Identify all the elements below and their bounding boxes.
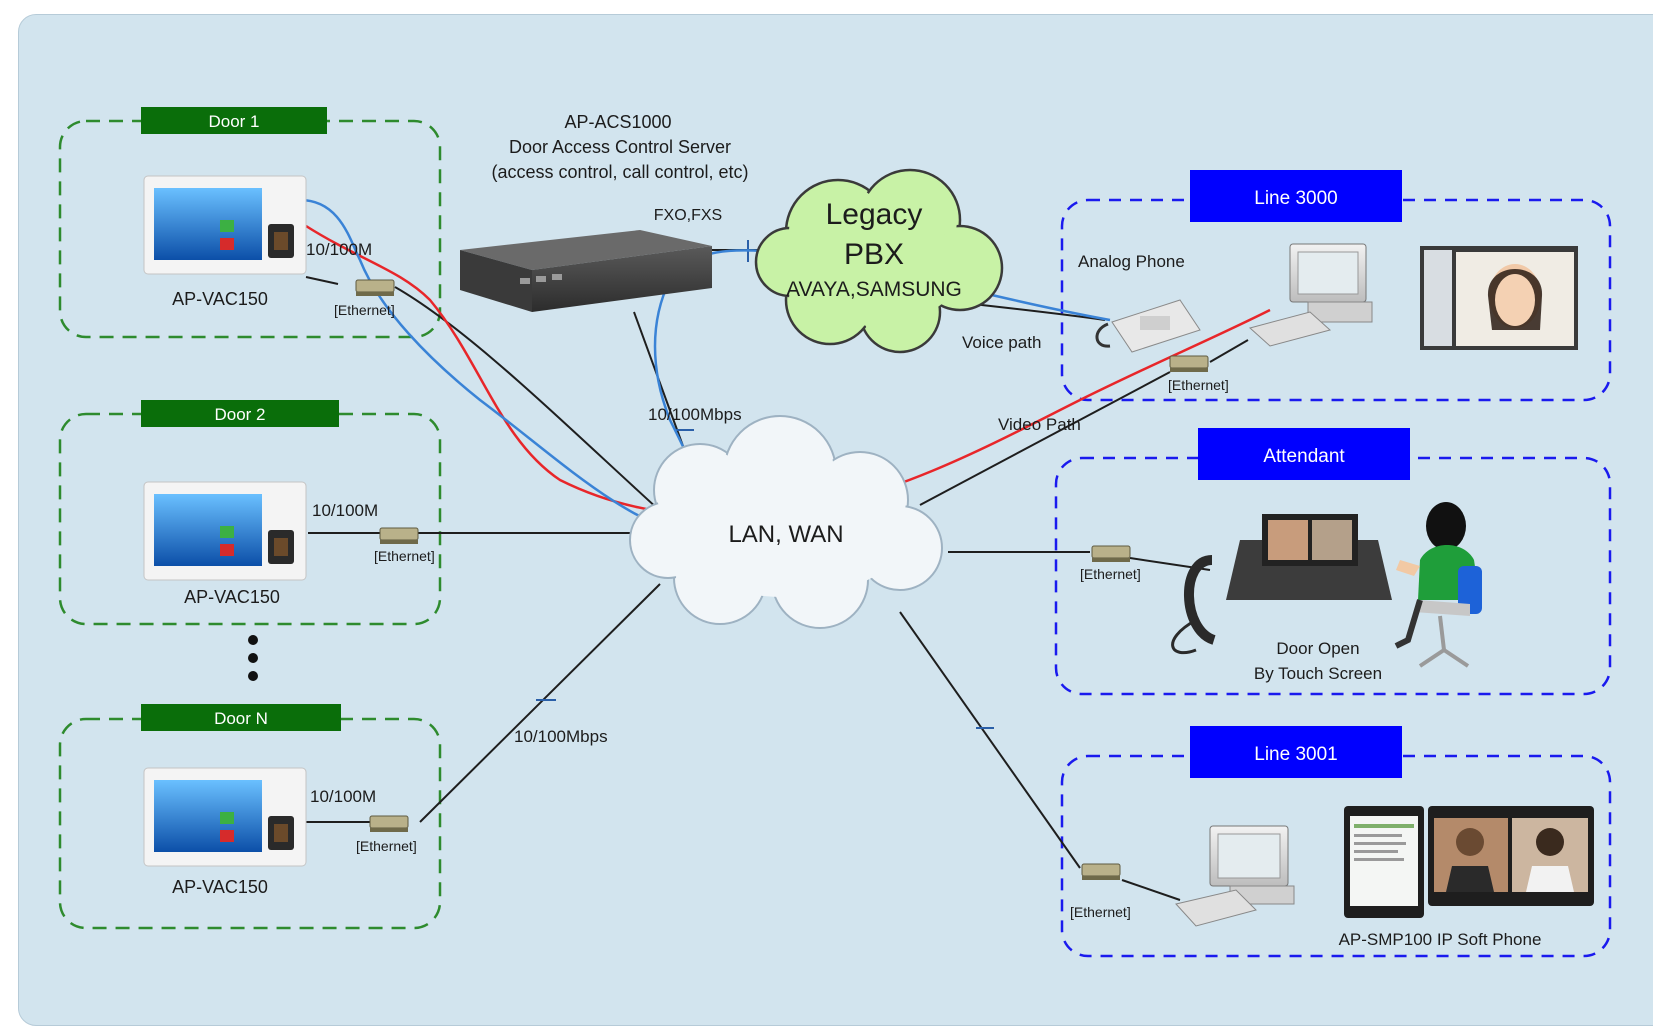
door-2-ethernet-label: [Ethernet] <box>374 548 435 564</box>
pbx-port-label: FXO,FXS <box>654 207 722 224</box>
line-3000-ethernet-label: [Ethernet] <box>1168 377 1229 393</box>
attendant-video-phone-icon <box>1171 514 1392 655</box>
line-3000-header <box>1190 170 1402 222</box>
line-3000-uplink <box>919 371 1171 506</box>
attendant-ethernet-icon <box>1091 545 1131 563</box>
door-2-ethernet-icon <box>379 527 419 545</box>
pbx-vendors: AVAYA,SAMSUNG <box>786 278 962 301</box>
door-1-speed: 10/100M <box>306 240 372 259</box>
door-n-ethernet-icon <box>369 815 409 833</box>
legacy-pbx-cloud <box>754 168 1004 354</box>
soft-phone-label: AP-SMP100 IP Soft Phone <box>1339 930 1542 949</box>
door-1-title: Door 1 <box>208 112 259 131</box>
analog-phone-icon <box>1095 299 1201 353</box>
door-1-uplink <box>394 286 671 521</box>
door-1-ethernet-label: [Ethernet] <box>334 302 395 318</box>
pbx-line-1: Legacy <box>826 198 923 231</box>
door-2-device <box>143 481 307 581</box>
door-n-link-speed: 10/100Mbps <box>514 727 608 746</box>
attendant-caption-2: By Touch Screen <box>1254 664 1382 683</box>
attendant-title: Attendant <box>1263 446 1345 467</box>
door-n-device-label: AP-VAC150 <box>172 877 268 897</box>
door-1-ethernet-icon <box>355 279 395 297</box>
line-3001-ethernet-label: [Ethernet] <box>1070 904 1131 920</box>
pbx-line-2: PBX <box>844 238 904 271</box>
door-2-title: Door 2 <box>214 405 265 424</box>
line-3001-header <box>1190 726 1402 778</box>
attendant-ethernet-label: [Ethernet] <box>1080 566 1141 582</box>
door-n-ethernet-label: [Ethernet] <box>356 838 417 854</box>
access-control-server <box>460 230 712 312</box>
lan-wan-label: LAN, WAN <box>728 521 843 548</box>
analog-phone-label: Analog Phone <box>1078 252 1185 271</box>
door-n-header <box>141 704 341 731</box>
video-call-window <box>1420 246 1578 350</box>
soft-phone-screenshots <box>1344 806 1594 918</box>
server-name: Door Access Control Server <box>509 137 731 157</box>
attendant-person-icon <box>1394 502 1482 668</box>
door-n-speed: 10/100M <box>310 787 376 806</box>
video-path-label: Video Path <box>998 415 1081 434</box>
line-3001-uplink <box>899 611 1081 869</box>
door-1-device-label: AP-VAC150 <box>172 289 268 309</box>
server-model: AP-ACS1000 <box>564 112 671 132</box>
attendant-frame <box>1054 456 1612 696</box>
attendant-caption-1: Door Open <box>1276 639 1359 658</box>
door-n-uplink <box>419 583 661 823</box>
attendant-header <box>1198 428 1410 480</box>
door-2-header <box>141 400 339 427</box>
door-1-device <box>143 175 307 275</box>
server-roles: (access control, call control, etc) <box>491 162 748 182</box>
door-2-device-label: AP-VAC150 <box>184 587 280 607</box>
voice-path-label: Voice path <box>962 333 1041 352</box>
line-3001-title: Line 3001 <box>1254 744 1337 765</box>
line-3000-pc-icon <box>1248 243 1373 347</box>
door-1-header <box>141 107 327 134</box>
lan-wan-cloud <box>629 415 943 629</box>
server-link-speed: 10/100Mbps <box>648 405 742 424</box>
line-3001-ethernet-icon <box>1081 863 1121 881</box>
door-n-title: Door N <box>214 709 268 728</box>
line-3001-pc-icon <box>1175 825 1295 927</box>
door-2-speed: 10/100M <box>312 501 378 520</box>
more-doors-ellipsis <box>248 635 258 681</box>
door-n-device <box>143 767 307 867</box>
wires <box>305 249 1249 901</box>
line-3000-title: Line 3000 <box>1254 188 1337 209</box>
line-3001-frame <box>1060 754 1612 958</box>
line-3000-ethernet-icon <box>1169 355 1209 373</box>
line-3000-frame <box>1060 198 1612 402</box>
